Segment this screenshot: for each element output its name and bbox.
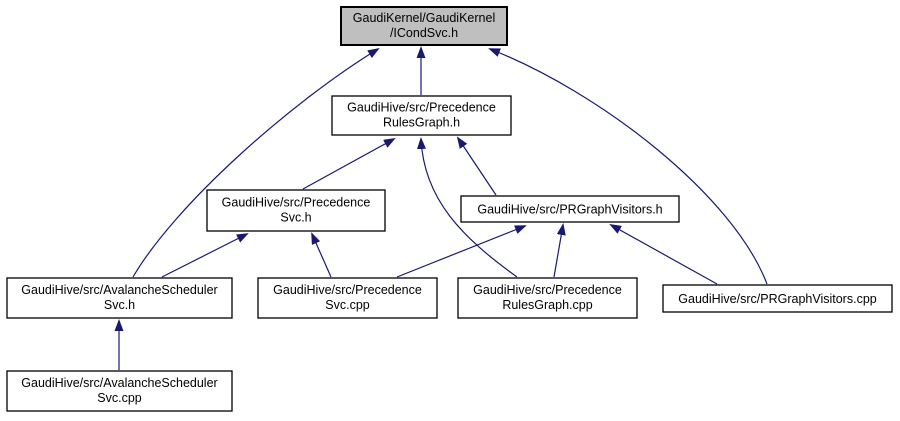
graph-node-label: GaudiHive/src/AvalancheScheduler (21, 376, 217, 390)
graph-node-pr-graph-visitors-h[interactable]: GaudiHive/src/PRGraphVisitors.h (460, 195, 680, 223)
graph-node-label: GaudiHive/src/PRGraphVisitors.cpp (678, 292, 877, 306)
graph-node-label: RulesGraph.h (383, 116, 460, 130)
graph-node-box[interactable] (331, 95, 512, 136)
graph-node-box[interactable] (457, 277, 638, 319)
edge-pr-graph-visitors-cpp-to-icondsvc-h (488, 48, 768, 285)
edge-precedence-svc-cpp-to-precedence-svc-h (311, 232, 332, 278)
edge-pr-graph-visitors-h-to-precedence-rules-graph-h (456, 136, 497, 196)
edge-precedence-svc-cpp-to-pr-graph-visitors-h (396, 225, 527, 278)
edge-precedence-rules-graph-cpp-to-precedence-rules-graph-h (417, 137, 518, 278)
graph-node-label: GaudiHive/src/Precedence (347, 101, 496, 115)
graph-node-box[interactable] (460, 195, 680, 223)
node-layer: GaudiKernel/GaudiKernel/ICondSvc.hGaudiH… (6, 6, 893, 412)
graph-node-label: GaudiHive/src/AvalancheScheduler (21, 283, 217, 297)
graph-node-label: RulesGraph.cpp (502, 298, 592, 312)
graph-node-label: Svc.h (280, 211, 311, 225)
graph-node-box[interactable] (6, 370, 233, 412)
graph-node-label: /ICondSvc.h (390, 26, 458, 40)
edge-pr-graph-visitors-cpp-to-pr-graph-visitors-h (609, 224, 718, 285)
edge-layer (114, 46, 768, 370)
graph-node-label: GaudiHive/src/PRGraphVisitors.h (477, 203, 662, 217)
graph-node-box[interactable] (206, 189, 386, 232)
graph-node-pr-graph-visitors-cpp[interactable]: GaudiHive/src/PRGraphVisitors.cpp (662, 284, 893, 313)
edge-avalanche-scheduler-svc-h-to-icondsvc-h (132, 47, 380, 278)
graph-node-label: GaudiKernel/GaudiKernel (353, 11, 495, 25)
graph-node-box[interactable] (6, 277, 233, 319)
graph-node-label: Svc.cpp (97, 391, 142, 405)
graph-node-label: GaudiHive/src/Precedence (473, 283, 622, 297)
graph-node-label: Svc.cpp (325, 298, 370, 312)
graph-node-box[interactable] (662, 284, 893, 313)
edge-precedence-rules-graph-cpp-to-pr-graph-visitors-h (553, 223, 566, 278)
edge-precedence-svc-h-to-precedence-rules-graph-h (302, 138, 396, 190)
graph-node-label: GaudiHive/src/Precedence (273, 283, 422, 297)
graph-node-icondsvc-h[interactable]: GaudiKernel/GaudiKernel/ICondSvc.h (340, 6, 508, 46)
graph-node-label: GaudiHive/src/Precedence (222, 196, 371, 210)
graph-node-box[interactable] (340, 6, 508, 46)
graph-node-box[interactable] (257, 277, 438, 319)
edge-avalanche-scheduler-svc-h-to-precedence-svc-h (161, 233, 249, 278)
graph-node-label: Svc.h (104, 298, 135, 312)
